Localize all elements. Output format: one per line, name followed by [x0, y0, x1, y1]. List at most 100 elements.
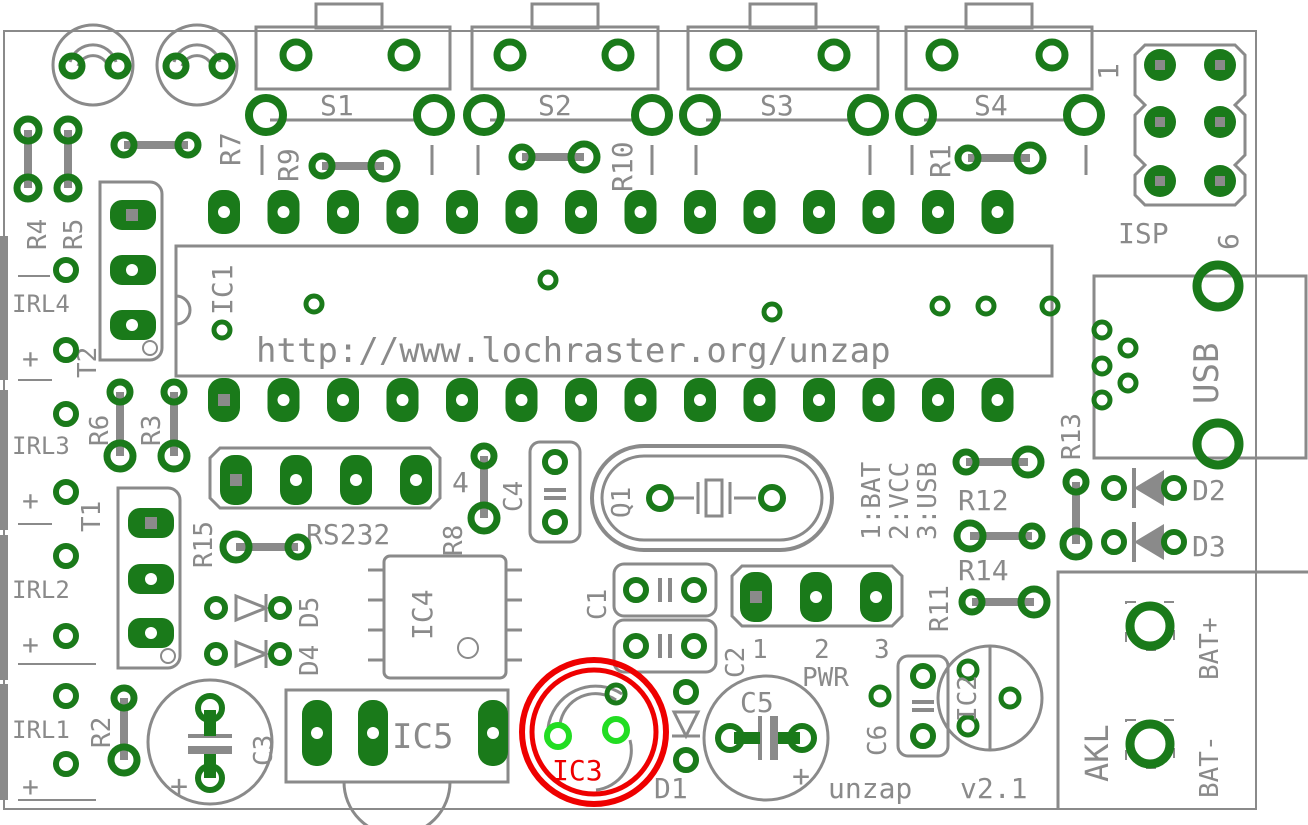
pad [208, 52, 236, 80]
ic5-regulator: IC5 [284, 688, 510, 825]
label-r15: R15 [189, 521, 219, 568]
via [303, 293, 325, 315]
drill-hole [634, 394, 647, 406]
drill-hole [575, 206, 587, 218]
resistor-r12: R12 [953, 484, 1046, 553]
label-irl4: IRL4 [12, 290, 70, 318]
resistor-r1: R1 [924, 141, 1047, 178]
drill-hole [694, 206, 706, 218]
resistor-r6: R6 [85, 378, 137, 473]
drill-hole [515, 394, 528, 406]
label-d3: D3 [1192, 530, 1226, 563]
switch-s2: S2 [463, 2, 673, 175]
transistor-t2: T2 [73, 180, 164, 378]
resistor-r10: R10 [508, 140, 639, 192]
ic1-microcontroller: IC1 http://www.lochraster.org/unzap [174, 244, 1054, 378]
drill-hole [396, 206, 409, 218]
switch-s4: S4 [895, 2, 1105, 175]
label-irl3: IRL3 [12, 432, 70, 460]
label-irl2-plus: + [22, 628, 39, 661]
battery-terminal: AKL BAT+ BAT- [1056, 570, 1308, 810]
label-s2: S2 [538, 89, 572, 122]
label-s1: S1 [320, 89, 354, 122]
label-pwr: PWR [802, 663, 849, 693]
board-version: v2.1 [960, 772, 1027, 805]
ic1-pins-top [208, 190, 1014, 234]
drill-hole [813, 394, 825, 406]
label-pwr-1: 1 [752, 635, 768, 665]
via [761, 301, 783, 323]
resistor-r12-top [952, 445, 1045, 479]
pad [162, 52, 190, 80]
resistor-r3: R3 [137, 378, 191, 473]
drill-hole [337, 206, 349, 218]
drill-hole [932, 206, 944, 218]
label-r14: R14 [958, 554, 1009, 587]
label-irl2: IRL2 [12, 576, 70, 604]
drill-hole [634, 206, 647, 218]
label-rs232: RS232 [306, 518, 390, 551]
ic4-chip: IC4 [368, 554, 522, 680]
board-name: unzap [828, 772, 912, 805]
label-s4: S4 [974, 89, 1008, 122]
label-bat-plus: BAT+ [1195, 617, 1225, 680]
label-d4: D4 [295, 645, 325, 676]
irl4: IRL4 + [0, 236, 79, 380]
pad [104, 52, 132, 80]
label-ic1: IC1 [206, 264, 239, 315]
resistor-r4: R4 [13, 115, 53, 250]
drill-hole [337, 394, 349, 406]
switch-s3: S3 [679, 2, 889, 175]
label-c6: C6 [863, 725, 893, 756]
label-bat-minus: BAT- [1195, 735, 1225, 798]
drill-hole [575, 394, 587, 406]
pwr-legend-1: 1:BAT [857, 461, 887, 540]
label-r5: R5 [59, 219, 89, 250]
drill-hole [277, 394, 290, 406]
drill-hole [456, 394, 468, 406]
capacitor-c1: C1 [583, 562, 718, 620]
label-r13: R13 [1057, 413, 1087, 460]
label-d1: D1 [654, 772, 688, 805]
drill-hole [991, 206, 1004, 218]
label-pwr-3: 3 [874, 635, 890, 665]
via [975, 295, 997, 317]
pwr-legend-2: 2:VCC [885, 462, 915, 540]
label-c3-plus: + [170, 769, 188, 804]
label-r6: R6 [85, 415, 115, 446]
capacitor-c4: C4 [499, 440, 582, 544]
label-pin4: 4 [452, 466, 469, 499]
irl3: IRL3 + [0, 379, 79, 530]
label-s3: S3 [760, 89, 794, 122]
resistor-r5: R5 [53, 115, 89, 250]
label-ic2: IC2 [953, 675, 983, 722]
label-c3: C3 [249, 735, 279, 766]
resistor-r2: R2 [87, 684, 141, 777]
diode-d1: D1 [654, 679, 701, 805]
resistor-r7: R7 [110, 131, 247, 166]
drill-hole [753, 206, 766, 218]
label-usb: USB [1187, 343, 1227, 404]
irl1: IRL1 + [0, 663, 96, 803]
label-r1: R1 [924, 144, 957, 178]
label-r4: R4 [23, 219, 53, 250]
irl2: IRL2 + [0, 523, 79, 680]
drill-hole [456, 206, 468, 218]
transistor-t1: T1 [77, 486, 182, 670]
label-irl3-plus: + [22, 484, 39, 517]
ic2-regulator: IC2 [936, 644, 1044, 752]
pin1-marker [218, 394, 230, 406]
via [1039, 295, 1061, 317]
capacitor-c2: C2 [612, 618, 751, 678]
drill-hole [932, 394, 944, 406]
label-t1: T1 [77, 501, 107, 532]
label-r3: R3 [137, 415, 167, 446]
capacitor-c6: C6 [863, 654, 950, 758]
label-ic4: IC4 [406, 589, 439, 640]
board-url: http://www.lochraster.org/unzap [256, 331, 891, 371]
diode-d4: D4 [204, 639, 325, 676]
label-irl1: IRL1 [12, 716, 70, 744]
resistor-r15: R15 [189, 521, 312, 568]
drill-hole [991, 394, 1004, 406]
